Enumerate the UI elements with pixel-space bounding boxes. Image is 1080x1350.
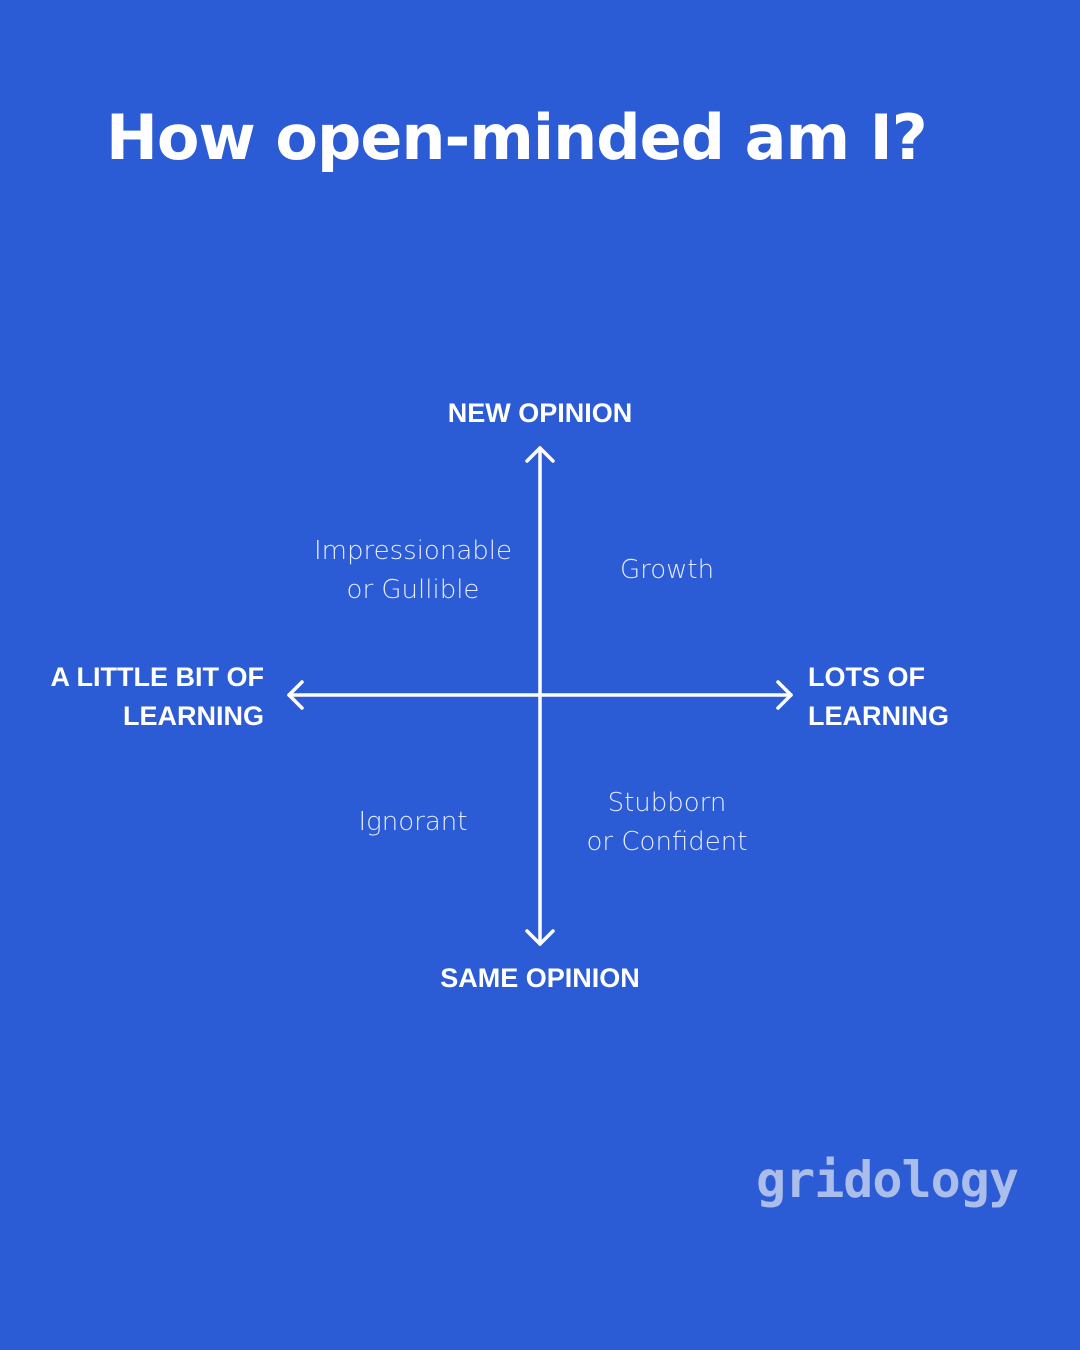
brand-logo: gridology <box>756 1151 1019 1209</box>
quadrant-growth: Growth <box>517 551 817 590</box>
arrow-up-icon <box>525 446 555 463</box>
axis-label-line: LEARNING <box>808 701 949 731</box>
axis-label-line: A LITTLE BIT OF <box>50 662 264 692</box>
quadrant-label-line: Impressionable <box>314 536 512 566</box>
axis-label-line: LEARNING <box>123 701 264 731</box>
arrow-down-icon <box>525 929 555 946</box>
quadrant-label-line: or Gullible <box>346 575 480 605</box>
quadrant-label-line: Ignorant <box>358 807 468 837</box>
axis-label-same-opinion: SAME OPINION <box>440 963 640 993</box>
arrow-right-icon <box>776 680 793 710</box>
quadrant-label-line: or Confident <box>586 827 748 857</box>
quadrant-label-line: Stubborn <box>607 788 727 818</box>
axis-label-line: LOTS OF <box>808 662 925 692</box>
quadrant-impressionable: Impressionable or Gullible <box>263 532 563 610</box>
axis-label-lots-learning: LOTS OF LEARNING <box>808 658 1068 736</box>
quadrant-ignorant: Ignorant <box>263 803 563 842</box>
axis-label-little-learning: A LITTLE BIT OF LEARNING <box>0 658 264 736</box>
page-title: How open-minded am I? <box>106 101 928 174</box>
quadrant-stubborn: Stubborn or Confident <box>517 784 817 862</box>
arrow-left-icon <box>287 680 304 710</box>
axis-label-new-opinion: NEW OPINION <box>447 398 633 428</box>
quadrant-label-line: Growth <box>619 555 715 585</box>
